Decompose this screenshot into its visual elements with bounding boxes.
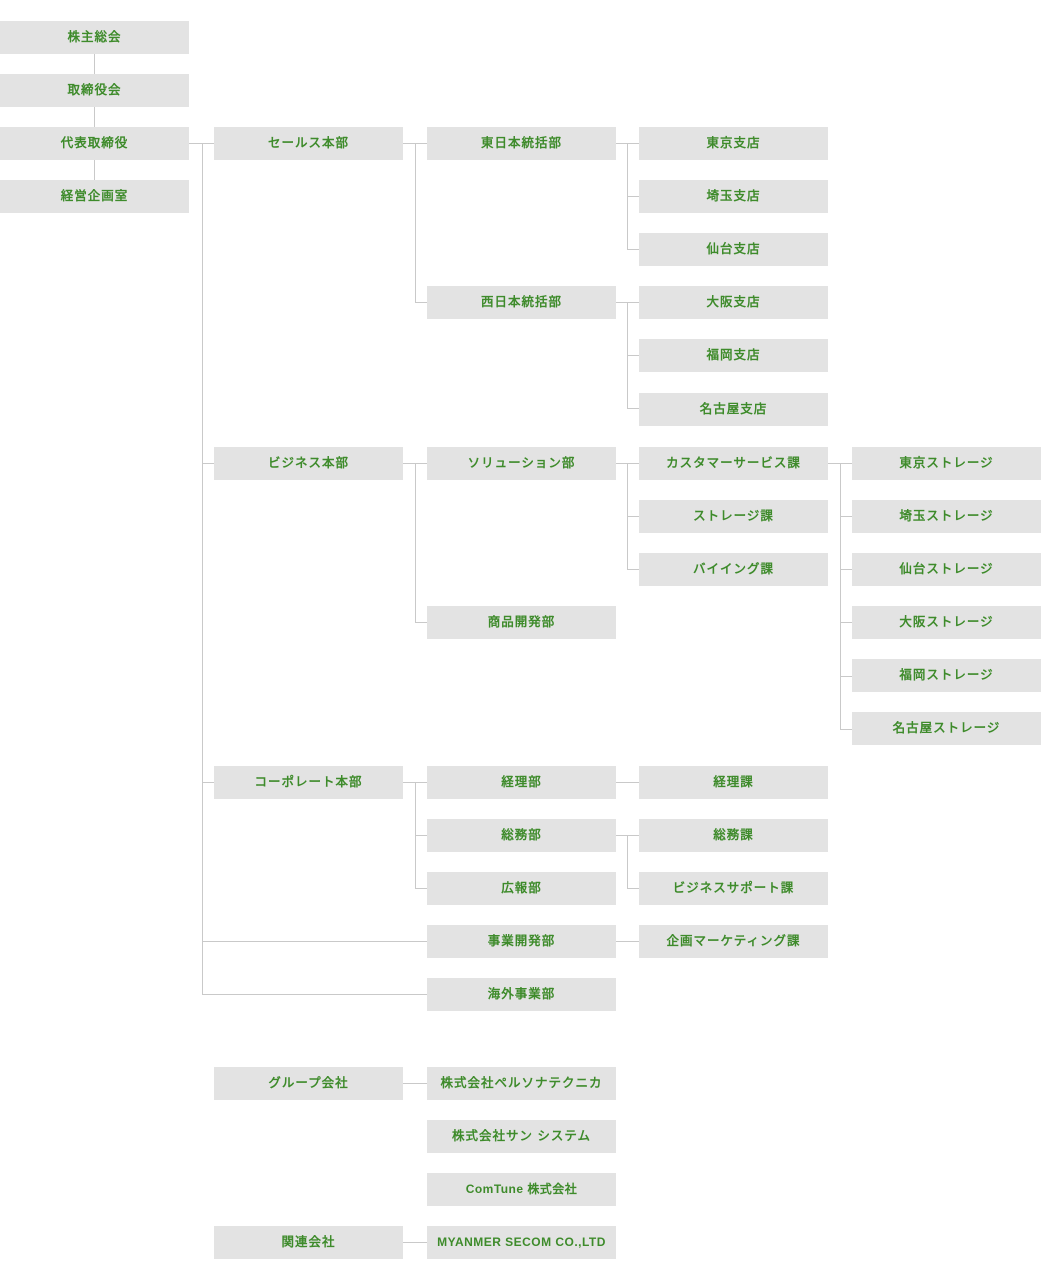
node-business-support-section[interactable]: ビジネスサポート課 xyxy=(639,872,828,905)
connector-east-to-saitama xyxy=(627,196,640,197)
connector-solution-out xyxy=(615,463,628,464)
node-fukuoka-branch[interactable]: 福岡支店 xyxy=(639,339,828,372)
connector-storage-to-osaka xyxy=(840,622,853,623)
connector-business-to-product-development xyxy=(415,622,428,623)
node-saitama-storage[interactable]: 埼玉ストレージ xyxy=(852,500,1041,533)
node-myanmer-secom[interactable]: MYANMER SECOM CO.,LTD xyxy=(427,1226,616,1259)
connector-solution-to-customer-service xyxy=(627,463,640,464)
connector-general-affairs-trunk xyxy=(627,835,628,888)
node-business-hq[interactable]: ビジネス本部 xyxy=(214,447,403,480)
connector-west-division-out xyxy=(615,302,628,303)
node-customer-service-section[interactable]: カスタマーサービス課 xyxy=(639,447,828,480)
main-trunk xyxy=(202,143,203,995)
connector-storage-to-sendai xyxy=(840,569,853,570)
node-tokyo-storage[interactable]: 東京ストレージ xyxy=(852,447,1041,480)
connector-business-hq-out xyxy=(403,463,416,464)
connector-corporate-hq-out xyxy=(403,782,416,783)
connector-trunk-to-corporate-hq xyxy=(202,782,215,783)
node-business-development-dept[interactable]: 事業開発部 xyxy=(427,925,616,958)
node-sendai-storage[interactable]: 仙台ストレージ xyxy=(852,553,1041,586)
node-planning-marketing-section[interactable]: 企画マーケティング課 xyxy=(639,925,828,958)
connector-storage-to-tokyo xyxy=(840,463,853,464)
connector-storage-to-saitama xyxy=(840,516,853,517)
node-group-companies[interactable]: グループ会社 xyxy=(214,1067,403,1100)
connector-business-development-to-planning xyxy=(615,941,640,942)
node-sun-system[interactable]: 株式会社サン システム xyxy=(427,1120,616,1153)
connector-east-to-tokyo xyxy=(627,143,640,144)
node-east-japan-division[interactable]: 東日本統括部 xyxy=(427,127,616,160)
connector-east-to-sendai xyxy=(627,249,640,250)
connector-board-to-representative xyxy=(94,107,95,127)
node-overseas-business-dept[interactable]: 海外事業部 xyxy=(427,978,616,1011)
connector-general-affairs-to-section xyxy=(627,835,640,836)
connector-sales-to-east-division xyxy=(415,143,428,144)
connector-affiliated-to-myanmer xyxy=(403,1242,428,1243)
node-tokyo-branch[interactable]: 東京支店 xyxy=(639,127,828,160)
connector-trunk-to-sales-hq xyxy=(202,143,215,144)
connector-trunk-to-business-development xyxy=(202,941,427,942)
node-board-of-directors[interactable]: 取締役会 xyxy=(0,74,189,107)
node-management-planning-office[interactable]: 経営企画室 xyxy=(0,180,189,213)
node-sales-hq[interactable]: セールス本部 xyxy=(214,127,403,160)
connector-corporate-to-general-affairs xyxy=(415,835,428,836)
connector-trunk-to-business-hq xyxy=(202,463,215,464)
node-nagoya-storage[interactable]: 名古屋ストレージ xyxy=(852,712,1041,745)
node-general-affairs-section[interactable]: 総務課 xyxy=(639,819,828,852)
connector-corporate-to-accounting xyxy=(415,782,428,783)
connector-corporate-to-public-relations xyxy=(415,888,428,889)
node-persona-technica[interactable]: 株式会社ペルソナテクニカ xyxy=(427,1067,616,1100)
connector-sales-to-west-division xyxy=(415,302,428,303)
node-accounting-section[interactable]: 経理課 xyxy=(639,766,828,799)
node-affiliated-companies[interactable]: 関連会社 xyxy=(214,1226,403,1259)
node-osaka-branch[interactable]: 大阪支店 xyxy=(639,286,828,319)
node-general-affairs-dept[interactable]: 総務部 xyxy=(427,819,616,852)
connector-business-hq-trunk xyxy=(415,463,416,622)
node-osaka-storage[interactable]: 大阪ストレージ xyxy=(852,606,1041,639)
connector-general-affairs-out xyxy=(615,835,628,836)
connector-group-to-persona-technica xyxy=(403,1083,428,1084)
connector-representative-to-planning xyxy=(94,160,95,180)
node-corporate-hq[interactable]: コーポレート本部 xyxy=(214,766,403,799)
node-west-japan-division[interactable]: 西日本統括部 xyxy=(427,286,616,319)
node-nagoya-branch[interactable]: 名古屋支店 xyxy=(639,393,828,426)
node-product-development-dept[interactable]: 商品開発部 xyxy=(427,606,616,639)
node-fukuoka-storage[interactable]: 福岡ストレージ xyxy=(852,659,1041,692)
node-public-relations-dept[interactable]: 広報部 xyxy=(427,872,616,905)
node-buying-section[interactable]: バイイング課 xyxy=(639,553,828,586)
node-shareholders-meeting[interactable]: 株主総会 xyxy=(0,21,189,54)
connector-sales-hq-out xyxy=(403,143,416,144)
connector-east-division-out xyxy=(615,143,628,144)
node-representative-director[interactable]: 代表取締役 xyxy=(0,127,189,160)
node-comtune[interactable]: ComTune 株式会社 xyxy=(427,1173,616,1206)
connector-solution-to-storage-section xyxy=(627,516,640,517)
connector-shareholders-to-board xyxy=(94,54,95,76)
connector-storage-trunk xyxy=(840,463,841,729)
connector-sales-hq-trunk xyxy=(415,143,416,303)
node-storage-section[interactable]: ストレージ課 xyxy=(639,500,828,533)
connector-accounting-to-section xyxy=(615,782,640,783)
connector-trunk-to-overseas-business xyxy=(202,994,427,995)
node-accounting-dept[interactable]: 経理部 xyxy=(427,766,616,799)
connector-west-to-fukuoka xyxy=(627,355,640,356)
node-sendai-branch[interactable]: 仙台支店 xyxy=(639,233,828,266)
connector-storage-to-nagoya xyxy=(840,729,853,730)
connector-customer-service-out xyxy=(828,463,841,464)
connector-west-to-nagoya xyxy=(627,408,640,409)
connector-storage-to-fukuoka xyxy=(840,676,853,677)
node-saitama-branch[interactable]: 埼玉支店 xyxy=(639,180,828,213)
connector-west-to-osaka xyxy=(627,302,640,303)
node-solution-dept[interactable]: ソリューション部 xyxy=(427,447,616,480)
connector-general-affairs-to-business-support xyxy=(627,888,640,889)
connector-business-to-solution xyxy=(415,463,428,464)
connector-solution-to-buying xyxy=(627,569,640,570)
